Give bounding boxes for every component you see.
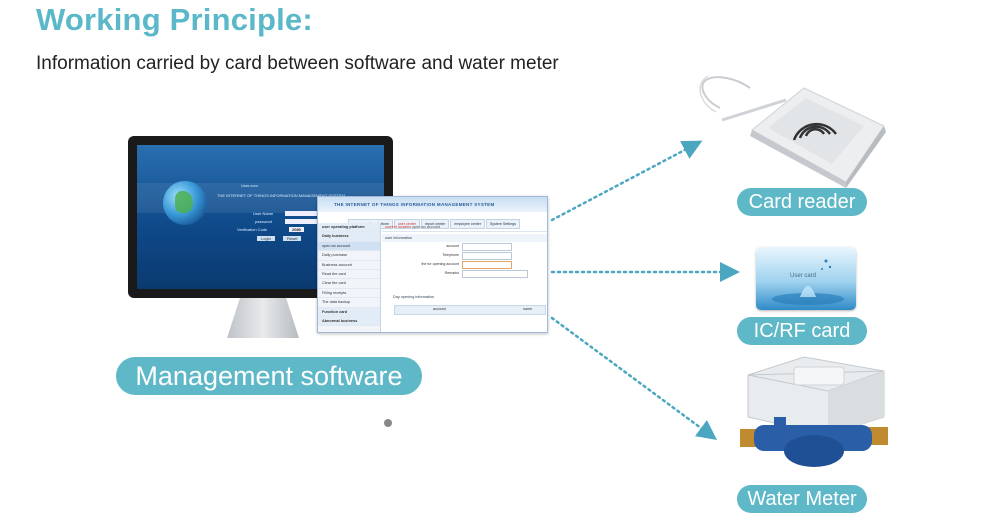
form-row: Remarks	[382, 269, 547, 278]
section-day-info: Day opening information	[393, 295, 435, 299]
water-splash-icon	[772, 259, 844, 305]
field-label: Telephone	[442, 253, 459, 257]
software-sidebar: user operating platform Daily business o…	[318, 223, 381, 332]
remarks-input	[462, 270, 528, 278]
sidebar-item: Daily purchase	[318, 251, 380, 261]
water-meter-icon	[740, 356, 888, 467]
ic-card-icon: User card	[756, 247, 856, 310]
tab-report-center: report center	[420, 219, 450, 229]
table-header-account: account	[433, 307, 446, 311]
sidebar-item: The data backup	[318, 298, 380, 308]
breadcrumb: current location open an account	[382, 223, 547, 232]
ic-rf-card-label: IC/RF card	[737, 317, 867, 345]
arrow-to-water-meter	[550, 316, 718, 440]
globe-icon	[163, 181, 207, 225]
sidebar-item: Abnormal business	[318, 316, 380, 327]
tab-user-center: user center	[393, 219, 420, 229]
sidebar-item: Clear the card	[318, 279, 380, 289]
telephone-input	[462, 252, 512, 260]
tab-system-settings: System Settings	[485, 219, 520, 229]
card-reader-icon	[699, 75, 886, 188]
screen-header: User.com	[241, 183, 258, 188]
software-window-title: THE INTERNET OF THINGS INFORMATION MANAG…	[318, 197, 547, 212]
account-input	[462, 243, 512, 251]
screen-field-password: password	[255, 219, 273, 224]
sidebar-item: Business account	[318, 261, 380, 270]
field-label: the for opening account	[421, 262, 459, 266]
field-label: account	[446, 244, 459, 248]
breadcrumb-prefix: current location	[385, 225, 411, 229]
page-title: Working Principle:	[36, 2, 313, 37]
sidebar-item: user operating platform	[318, 223, 380, 233]
breadcrumb-value: open an account	[412, 225, 441, 229]
table-header: account name	[394, 305, 546, 315]
software-main: current location open an account user in…	[382, 223, 547, 332]
screen-field-code: Verification Code	[237, 227, 268, 232]
software-window: THE INTERNET OF THINGS INFORMATION MANAG…	[317, 196, 548, 333]
apple-logo-icon	[384, 419, 392, 427]
screen-reset-button: Reset	[283, 236, 302, 241]
field-label: Remarks	[444, 271, 459, 275]
sidebar-item: Read the card	[318, 270, 380, 280]
tab-employee-center: employee center	[450, 219, 485, 229]
sidebar-item: Function card	[318, 307, 380, 317]
arrow-to-card-reader	[550, 140, 703, 222]
screen-login-button: Login	[257, 236, 275, 241]
opening-account-input	[462, 261, 512, 269]
management-software-label: Management software	[116, 357, 422, 395]
form-row: the for opening account	[382, 260, 547, 269]
monitor-stand	[227, 298, 299, 338]
sidebar-item: Filling receipts	[318, 289, 380, 299]
water-meter-label: Water Meter	[737, 485, 867, 513]
sidebar-item: Daily business	[318, 232, 380, 242]
section-user-info: user information	[382, 234, 547, 242]
screen-system-name: THE INTERNET OF THINGS INFORMATION MANAG…	[217, 193, 345, 198]
screen-code-value: 2080	[289, 227, 304, 232]
page-subtitle: Information carried by card between soft…	[36, 53, 559, 74]
screen-user-input	[285, 211, 327, 216]
table-header-name: name	[523, 307, 532, 311]
screen-field-user: User Name	[253, 211, 274, 216]
sidebar-item: open an account	[318, 241, 380, 252]
form-row: Telephone	[382, 251, 547, 260]
form-row: account	[382, 242, 547, 251]
card-reader-label: Card reader	[737, 188, 867, 216]
ic-card-text: User card	[790, 273, 817, 279]
screen-password-input	[285, 219, 327, 224]
